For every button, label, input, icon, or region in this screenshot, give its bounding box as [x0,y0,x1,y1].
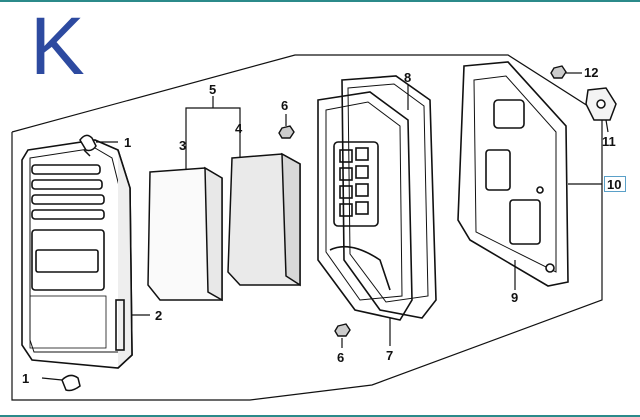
part-nut-top [278,125,295,139]
part-small-gasket [585,87,617,121]
part-foam-element-inner [227,152,301,287]
callout-8: 8 [404,70,411,85]
part-cover [21,139,133,369]
part-clip-bottom [61,374,81,392]
part-case-frame [317,91,413,321]
callout-12: 12 [584,65,598,80]
callout-4: 4 [235,121,243,136]
callout-5: 5 [209,82,216,97]
callout-7: 7 [386,348,393,363]
section-letter: K [30,1,85,92]
part-base-plate [457,61,569,287]
callout-11: 11 [602,134,616,149]
leader-lines [41,72,609,381]
callout-3: 3 [179,138,186,153]
callout-1-bottom: 1 [22,371,29,386]
callout-1-top: 1 [124,135,131,150]
callout-6-top: 6 [281,98,288,113]
part-nut-right [550,65,567,79]
part-clip-top [79,134,97,157]
part-nut-bottom [334,323,351,337]
callout-10: 10 [607,177,621,192]
callout-10-highlight [604,176,626,192]
assembly-boundary [11,54,603,401]
callout-6-bottom: 6 [337,350,344,365]
part-foam-element-outer [147,166,223,302]
callout-2: 2 [155,308,162,323]
callout-9: 9 [511,290,518,305]
part-gasket [341,75,437,319]
